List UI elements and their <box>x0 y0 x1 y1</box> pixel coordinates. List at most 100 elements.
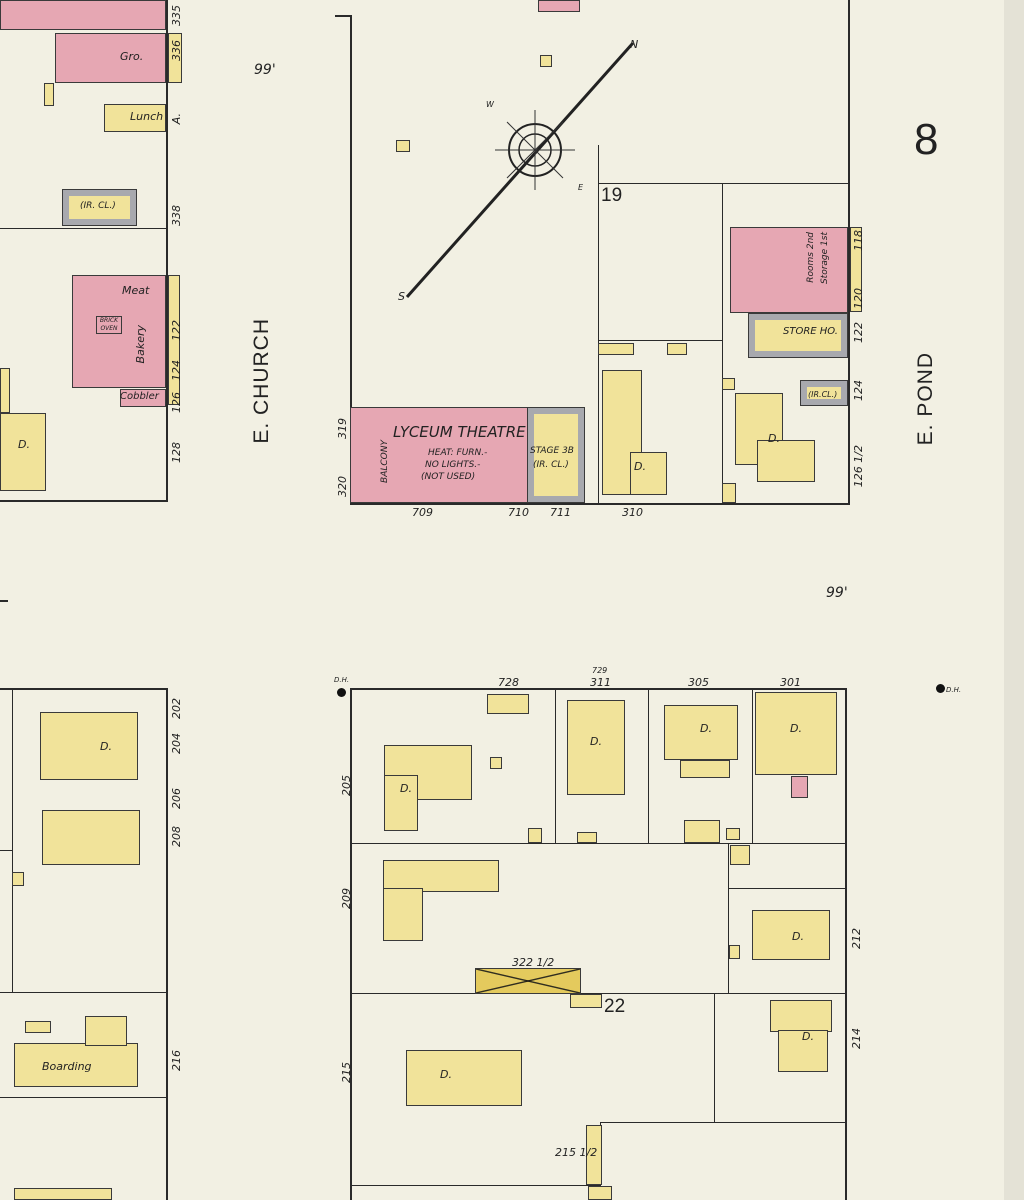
address: 311 <box>590 676 611 689</box>
building <box>538 0 580 12</box>
hydrant-label: D.H. <box>946 686 962 694</box>
address: 711 <box>550 506 571 519</box>
open-shed <box>475 968 581 994</box>
address: 122 <box>852 322 865 343</box>
brick-shed <box>791 776 808 798</box>
address: 209 <box>340 888 353 909</box>
lot-line <box>0 228 166 229</box>
block-line <box>166 688 168 1200</box>
street-name-pond: E. POND <box>914 352 937 446</box>
shed <box>487 694 529 714</box>
balcony-label: BALCONY <box>380 440 390 483</box>
rooms-label: Rooms 2nd <box>806 232 816 283</box>
address: 120 <box>852 288 865 309</box>
compass-south: S <box>398 290 405 303</box>
address: 202 <box>170 698 183 719</box>
meat-bakery-building <box>72 275 166 388</box>
shed <box>722 378 735 390</box>
shed <box>729 945 740 959</box>
lot-line <box>600 1122 845 1123</box>
shed <box>396 140 410 152</box>
lot-line <box>598 145 599 503</box>
porch <box>168 275 180 405</box>
compass-east: E <box>578 183 584 192</box>
shed <box>44 83 54 106</box>
dwelling-label: D. <box>100 740 112 753</box>
dwelling-wing <box>383 888 423 941</box>
theatre-note: (NOT USED) <box>421 472 476 482</box>
dwelling-label: D. <box>790 722 802 735</box>
block-line <box>848 0 850 504</box>
shed <box>586 1125 602 1185</box>
page-edge <box>1004 0 1024 1200</box>
dwelling <box>0 413 46 491</box>
lot-line <box>12 688 13 992</box>
address: 212 <box>850 928 863 949</box>
lot-line <box>555 688 556 843</box>
dwelling <box>664 705 738 760</box>
address: 126 <box>170 392 183 413</box>
iron-clad-dwelling <box>800 380 848 406</box>
rooms-storage-building <box>730 227 848 313</box>
dwelling <box>770 1000 832 1032</box>
shed <box>25 1021 51 1033</box>
lot-line <box>0 992 166 993</box>
hydrant-icon <box>337 688 346 697</box>
porch <box>168 33 182 83</box>
block-number: 22 <box>604 996 626 1017</box>
shed <box>588 1186 612 1200</box>
address: 215 1/2 <box>555 1146 598 1159</box>
address: 118 <box>852 230 865 251</box>
stage-note: (IR. CL.) <box>533 460 569 470</box>
dwelling-label: D. <box>400 782 412 795</box>
storage-label: Storage 1st <box>820 232 830 285</box>
shed <box>684 820 720 843</box>
iron-clad-building <box>62 189 137 226</box>
dwelling <box>567 700 625 795</box>
dwelling-porch <box>680 760 730 778</box>
shed <box>598 343 634 355</box>
shed <box>730 845 750 865</box>
shed <box>528 828 542 843</box>
block-line <box>350 688 846 690</box>
address: 206 <box>170 788 183 809</box>
bakery-label: Bakery <box>134 325 147 364</box>
hydrant-label: D.H. <box>334 676 350 684</box>
address: 310 <box>622 506 643 519</box>
theatre-name: LYCEUM THEATRE <box>393 423 526 441</box>
lot-line <box>598 340 722 341</box>
address: 301 <box>780 676 801 689</box>
lot-line <box>752 688 753 843</box>
address: 710 <box>508 506 529 519</box>
block-line <box>350 503 850 505</box>
shed <box>722 483 736 503</box>
stage-label: STAGE 3B <box>530 446 574 456</box>
dwelling-label: D. <box>792 930 804 943</box>
theatre-note: NO LIGHTS.- <box>425 460 481 470</box>
block-line <box>350 15 352 504</box>
lot-line <box>728 843 729 993</box>
street-width: 99' <box>826 585 848 601</box>
address: 305 <box>688 676 709 689</box>
dwelling <box>383 860 499 892</box>
lot-line <box>350 993 845 994</box>
address: 124 <box>852 380 865 401</box>
boarding-wing <box>85 1016 127 1046</box>
shed <box>726 828 740 840</box>
shed <box>12 872 24 886</box>
lot-line <box>648 688 649 843</box>
lot-line <box>0 1097 166 1098</box>
lot-line <box>722 183 723 503</box>
cobbler-building <box>120 389 166 407</box>
address: 216 <box>170 1050 183 1071</box>
mark <box>0 600 8 602</box>
compass-north: N <box>630 38 639 51</box>
lot-line <box>350 843 845 844</box>
lot-line <box>714 993 715 1122</box>
address: 214 <box>850 1028 863 1049</box>
address: 336 <box>170 40 183 61</box>
ir-cl-label: (IR. CL.) <box>80 201 116 211</box>
address: A. <box>170 113 183 125</box>
lunch-building <box>104 104 166 132</box>
